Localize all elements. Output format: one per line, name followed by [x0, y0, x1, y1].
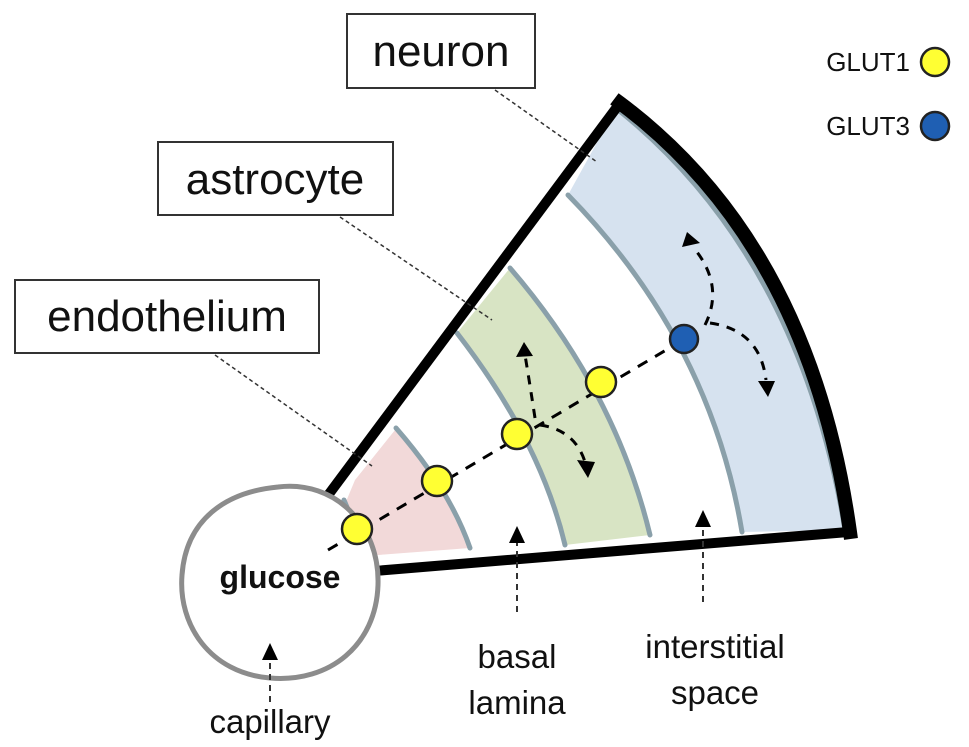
basal-lamina-label-line2: lamina [468, 684, 566, 721]
neuron-label: neuron [372, 27, 509, 76]
glut1-endothelium-outer [422, 466, 452, 496]
endothelium-leader [215, 355, 372, 466]
legend: GLUT1 GLUT3 [826, 47, 949, 141]
astrocyte-leader [340, 217, 492, 320]
legend-glut1-label: GLUT1 [826, 47, 910, 77]
basal-lamina-pointer-head [509, 526, 525, 543]
legend-glut1-dot [921, 48, 949, 76]
glut1-astrocyte-outer [586, 367, 616, 397]
neuron-label-box: neuron [347, 14, 535, 88]
interstitial-label-line1: interstitial [645, 628, 784, 665]
glucose-label: glucose [220, 559, 341, 595]
basal-lamina-label-line1: basal [478, 638, 557, 675]
glut1-endothelium-inner [342, 514, 372, 544]
astrocyte-label-box: astrocyte [158, 142, 393, 215]
capillary-label: capillary [209, 703, 331, 740]
interstitial-label-line2: space [671, 674, 759, 711]
glut3-neuron [670, 325, 698, 353]
interstitial-pointer-head [695, 510, 711, 527]
legend-glut3-dot [921, 112, 949, 140]
endothelium-label: endothelium [47, 292, 287, 341]
glut1-astrocyte-inner [502, 419, 532, 449]
endothelium-label-box: endothelium [15, 280, 319, 353]
astrocyte-label: astrocyte [186, 155, 365, 204]
legend-glut3-label: GLUT3 [826, 111, 910, 141]
neuron-leader [495, 90, 597, 162]
